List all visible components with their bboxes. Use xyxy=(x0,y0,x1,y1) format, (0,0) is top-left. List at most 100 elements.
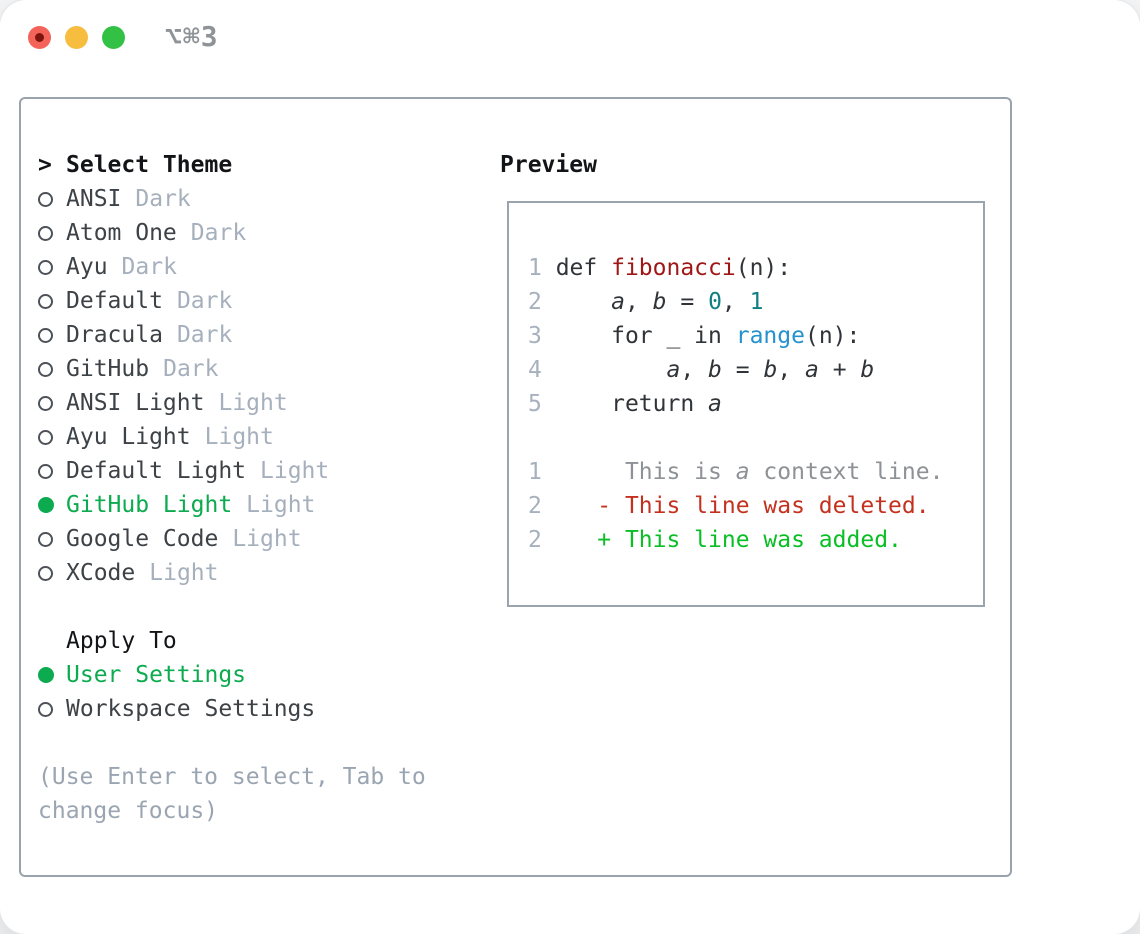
theme-variant-tag: Dark xyxy=(176,322,233,348)
radio-unselected-icon xyxy=(38,191,53,207)
radio-unselected-icon xyxy=(38,327,53,343)
preview-code-line: 3 for _ in range(n): xyxy=(528,319,983,353)
code-segment-code: (n): xyxy=(735,255,792,281)
zoom-traffic-light-icon[interactable] xyxy=(102,26,125,49)
theme-name: Dracula xyxy=(66,322,163,348)
theme-name: Default Light xyxy=(66,458,247,484)
code-segment-var: b xyxy=(763,357,778,383)
apply-to-title: Apply To xyxy=(66,628,177,654)
theme-variant-tag: Light xyxy=(204,424,274,450)
theme-option-xcode[interactable]: XCode Light xyxy=(38,556,480,590)
theme-variant-tag: Light xyxy=(232,526,302,552)
line-number: 5 xyxy=(528,391,556,417)
line-number: 2 xyxy=(528,493,556,519)
code-segment-var: b xyxy=(652,289,667,315)
code-segment-func: fibonacci xyxy=(611,255,736,281)
code-segment-code: return xyxy=(555,391,709,417)
select-theme-title: Select Theme xyxy=(66,152,233,178)
radio-unselected-icon xyxy=(38,395,53,411)
traffic-lights xyxy=(28,26,125,49)
preview-code-line: 2 + This line was added. xyxy=(528,523,983,557)
code-segment-code: def xyxy=(555,255,612,281)
code-segment-ctx: context line. xyxy=(749,459,944,485)
radio-unselected-icon xyxy=(38,293,53,309)
theme-option-github[interactable]: GitHub Dark xyxy=(38,352,480,386)
theme-option-google-code[interactable]: Google Code Light xyxy=(38,522,480,556)
keyboard-hint-text: (Use Enter to select, Tab to change focu… xyxy=(38,764,426,824)
theme-option-default-light[interactable]: Default Light Light xyxy=(38,454,480,488)
preview-code-line: 2 - This line was deleted. xyxy=(528,489,983,523)
line-number: 1 xyxy=(528,459,556,485)
preview-blank-line xyxy=(528,421,983,455)
theme-name: ANSI Light xyxy=(66,390,205,416)
theme-variant-tag: Dark xyxy=(163,356,219,382)
preview-code-line: 2 a, b = 0, 1 xyxy=(528,285,983,319)
preview-code-line: 5 return a xyxy=(528,387,983,421)
minimize-traffic-light-icon[interactable] xyxy=(65,26,88,49)
radio-unselected-icon xyxy=(38,701,53,717)
theme-name: Atom One xyxy=(66,220,177,246)
theme-option-ayu-light[interactable]: Ayu Light Light xyxy=(38,420,480,454)
theme-variant-tag: Light xyxy=(260,458,330,484)
apply-option-label: User Settings xyxy=(66,662,247,688)
code-segment-code: , xyxy=(721,289,750,315)
radio-unselected-icon xyxy=(38,463,53,479)
theme-name: GitHub Light xyxy=(66,492,233,518)
theme-variant-tag: Light xyxy=(246,492,316,518)
code-segment-var: b xyxy=(708,357,722,383)
close-traffic-light-icon[interactable] xyxy=(28,26,51,49)
code-segment-add: + This line was added. xyxy=(555,527,902,553)
window-title: ⌥⌘3 xyxy=(165,20,219,53)
spacer xyxy=(38,590,480,624)
radio-unselected-icon xyxy=(38,361,53,377)
theme-option-ansi-light[interactable]: ANSI Light Light xyxy=(38,386,480,420)
spacer xyxy=(38,726,480,760)
code-segment-var: a xyxy=(708,391,722,417)
theme-name: GitHub xyxy=(66,356,150,382)
radio-unselected-icon xyxy=(38,565,53,581)
code-segment-var: a xyxy=(805,357,819,383)
code-segment-del: - This line was deleted. xyxy=(555,493,930,519)
apply-option-workspace-settings[interactable]: Workspace Settings xyxy=(38,692,480,726)
theme-name: XCode xyxy=(66,560,136,586)
theme-name: Google Code xyxy=(66,526,219,552)
theme-option-dracula[interactable]: Dracula Dark xyxy=(38,318,480,352)
apply-to-header: Apply To xyxy=(38,624,480,658)
line-number: 2 xyxy=(528,527,556,553)
theme-name: Ayu Light xyxy=(66,424,191,450)
apply-option-user-settings[interactable]: User Settings xyxy=(38,658,480,692)
code-segment-var: b xyxy=(860,357,875,383)
theme-option-atom-one[interactable]: Atom One Dark xyxy=(38,216,480,250)
theme-variant-tag: Light xyxy=(218,390,288,416)
apply-option-label: Workspace Settings xyxy=(66,696,316,722)
code-segment-num: 0 xyxy=(708,289,722,315)
line-number: 4 xyxy=(528,357,556,383)
code-segment-code: + xyxy=(818,357,861,383)
preview-title: Preview xyxy=(500,152,597,178)
line-number: 2 xyxy=(528,289,556,315)
code-segment-var: a xyxy=(666,357,681,383)
theme-option-github-light[interactable]: GitHub Light Light xyxy=(38,488,480,522)
code-segment-ctxvar: a xyxy=(735,459,750,485)
theme-variant-tag: Dark xyxy=(190,220,247,246)
code-segment-var: a xyxy=(611,289,625,315)
code-segment-code: , xyxy=(777,357,806,383)
theme-variant-tag: Dark xyxy=(176,288,233,314)
prompt-caret-icon: > xyxy=(38,152,52,178)
theme-variant-tag: Light xyxy=(149,560,219,586)
line-number: 1 xyxy=(528,255,556,281)
radio-selected-icon xyxy=(38,497,54,513)
code-segment-builtin: range xyxy=(735,323,805,349)
code-segment-code: , xyxy=(624,289,653,315)
code-segment-code: , xyxy=(680,357,709,383)
preview-code-line: 4 a, b = b, a + b xyxy=(528,353,983,387)
code-segment-num: 1 xyxy=(749,289,764,315)
